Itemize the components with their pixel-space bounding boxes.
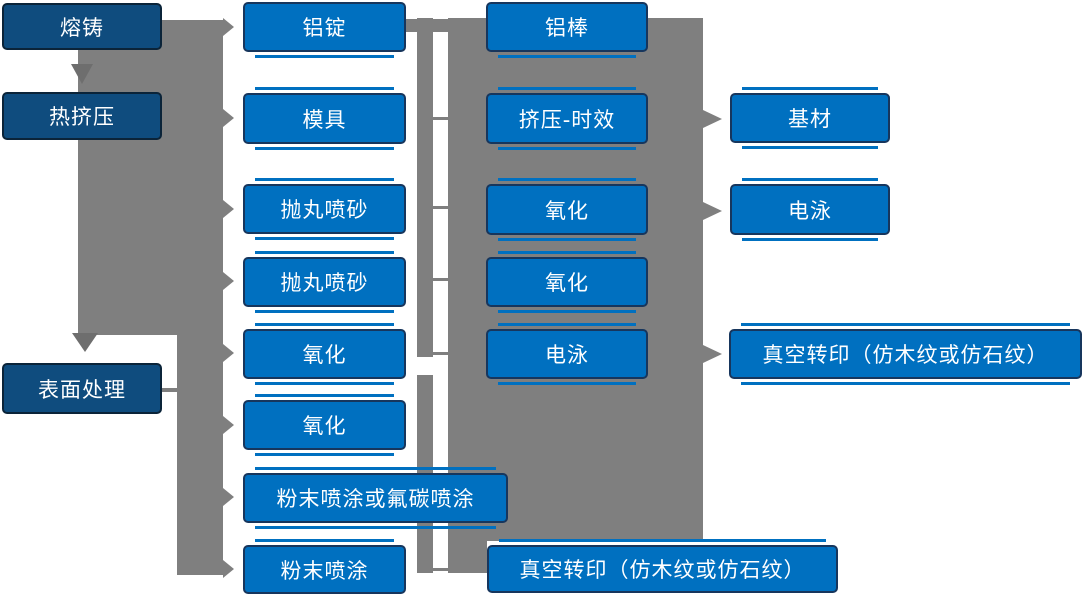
node-oxidation-a1: 氧化 xyxy=(243,323,406,385)
link-mold-block xyxy=(433,117,448,120)
arrow-to-aluminum-ingot xyxy=(223,18,234,36)
node-powder-coating: 粉末喷涂 xyxy=(243,539,406,594)
node-mold: 模具 xyxy=(243,87,406,150)
node-hot-extrusion: 热挤压 xyxy=(2,92,162,140)
node-oxidation-b1: 氧化 xyxy=(486,178,648,241)
node-vacuum-transfer-right: 真空转印（仿木纹或仿石纹） xyxy=(729,323,1082,385)
arrow-to-shot-blasting-1 xyxy=(223,200,234,218)
arrow-extrusion-to-surface xyxy=(72,333,98,352)
connector-main-trunk xyxy=(78,20,223,335)
arrow-to-powder-coating xyxy=(223,560,234,578)
node-oxidation-b2: 氧化 xyxy=(486,251,648,313)
node-electrophoresis-right: 电泳 xyxy=(730,178,890,241)
node-extrusion-aging: 挤压-时效 xyxy=(486,87,648,150)
node-oxidation-a2: 氧化 xyxy=(243,394,406,456)
arrow-to-powder-or-fluorocarbon xyxy=(223,488,234,506)
link-lowerbar-extension xyxy=(433,568,448,571)
node-vacuum-transfer-bottom: 真空转印（仿木纹或仿石纹） xyxy=(487,539,838,593)
node-shot-blasting-2: 抛丸喷砂 xyxy=(243,251,406,313)
arrow-to-substrate xyxy=(703,110,722,128)
link-surface-treatment-trunk xyxy=(162,388,177,392)
arrow-to-mold xyxy=(223,109,234,127)
arrow-to-electrophoresis-right xyxy=(703,202,722,220)
node-aluminum-rod: 铝棒 xyxy=(486,2,648,58)
arrow-to-vacuum-transfer-right xyxy=(703,345,722,363)
link-shotblast1-block xyxy=(433,206,448,209)
arrow-melt-to-extrusion xyxy=(71,64,93,84)
node-melt-casting: 熔铸 xyxy=(2,3,162,50)
node-substrate: 基材 xyxy=(730,87,890,149)
node-aluminum-ingot: 铝锭 xyxy=(243,2,406,58)
node-powder-or-fluorocarbon: 粉末喷涂或氟碳喷涂 xyxy=(243,467,508,529)
node-surface-treatment: 表面处理 xyxy=(2,363,162,414)
connector-ingot-stub xyxy=(406,19,448,32)
node-shot-blasting-1: 抛丸喷砂 xyxy=(243,178,406,240)
connector-mid-bar-upper xyxy=(417,18,433,357)
link-shotblast2-block xyxy=(433,278,448,281)
connector-block-extension xyxy=(448,541,487,573)
connector-lower-trunk xyxy=(177,335,223,575)
arrow-to-oxidation-a1 xyxy=(223,344,234,362)
node-electrophoresis-mid: 电泳 xyxy=(486,323,648,385)
link-electrophoresis-block xyxy=(433,352,448,355)
arrow-to-shot-blasting-2 xyxy=(223,272,234,290)
arrow-to-oxidation-a2 xyxy=(223,416,234,434)
